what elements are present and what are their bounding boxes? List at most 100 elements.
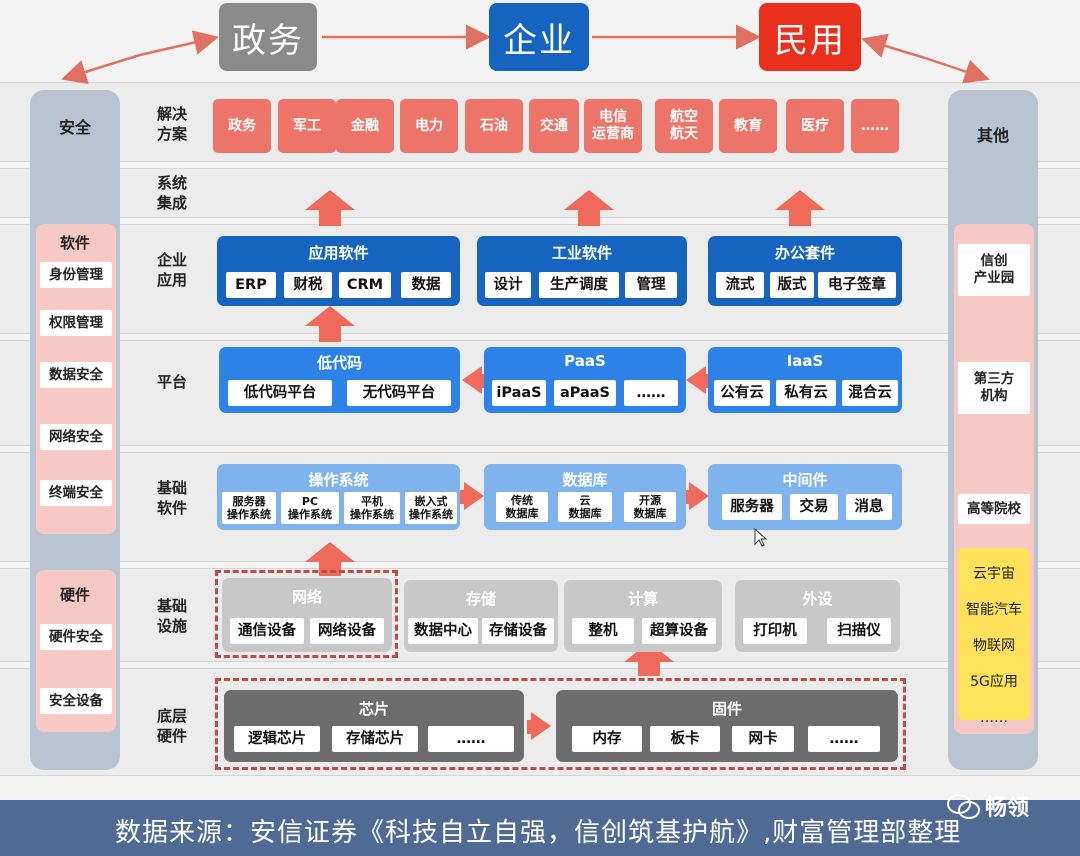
hardware-label: 硬件 (59, 586, 90, 604)
chip-storage-chip: 存储芯片 (332, 726, 418, 752)
chip-embedded-os: 嵌入式 操作系统 (405, 492, 457, 524)
right-item-third-party: 第三方 机构 (958, 362, 1030, 414)
chip-logic-chip: 逻辑芯片 (234, 726, 320, 752)
group-database: 数据库 传统 数据库 云 数据库 开源 数据库 (484, 464, 686, 530)
group-middleware: 中间件 服务器 交易 消息 (708, 464, 902, 530)
group-app-software: 应用软件 ERP 财税 CRM 数据 (217, 236, 460, 306)
group-title: 低代码 (316, 354, 362, 372)
up-arrow-app2 (564, 190, 614, 226)
up-arrow-app1 (305, 190, 355, 226)
hardware-dashed-frame (215, 678, 906, 770)
chip-comm-device: 通信设备 (230, 618, 304, 644)
arrow-left-down (61, 53, 141, 85)
right-title: 其他 (976, 126, 1009, 145)
group-title: 芯片 (358, 700, 389, 718)
row-label-integration: 系统 集成 (156, 174, 187, 212)
network-dashed-frame (215, 570, 398, 658)
chip-mobile-os: 平机 操作系统 (344, 492, 400, 524)
chip-server-os: 服务器 操作系统 (222, 492, 276, 524)
solution-telecom: 电信 运营商 (584, 99, 642, 153)
left-arrow-iaas (686, 366, 710, 394)
future-item-5g: 5G应用 (970, 674, 1018, 690)
group-industrial-software: 工业软件 设计 生产调度 管理 (477, 236, 687, 306)
future-item-more: …… (980, 710, 1008, 726)
chip-erp: ERP (226, 272, 276, 298)
up-arrow-platform (305, 306, 355, 342)
solution-military: 军工 (278, 99, 336, 153)
up-arrow-compute (624, 642, 674, 676)
group-title: 应用软件 (308, 244, 369, 262)
group-iaas: IaaS 公有云 私有云 混合云 (708, 347, 902, 413)
group-os: 操作系统 服务器 操作系统 PC 操作系统 平机 操作系统 嵌入式 操作系统 (217, 464, 460, 530)
right-item-industrial-park: 信创 产业园 (958, 244, 1030, 296)
group-title: 办公套件 (774, 244, 835, 262)
chip-chip-more: …… (428, 726, 514, 752)
chip-e-signature: 电子签章 (818, 272, 896, 298)
chip-pc-os: PC 操作系统 (281, 492, 339, 524)
chip-paas-more: …… (624, 380, 678, 406)
group-title: 中间件 (782, 471, 828, 489)
group-title: 网络 (291, 588, 322, 606)
left-item-identity: 身份管理 (40, 262, 112, 288)
group-title: PaaS (564, 352, 606, 370)
future-item-iot: 物联网 (973, 638, 1015, 654)
future-item-smart-car: 智能汽车 (966, 602, 1022, 618)
future-item-metaverse: 云宇宙 (973, 566, 1015, 582)
arrow-left-up (139, 30, 219, 57)
chip-board: 板卡 (650, 726, 720, 752)
row-label-enterprise-app: 企业 应用 (156, 251, 187, 289)
chip-printer: 打印机 (743, 618, 807, 644)
chip-message: 消息 (846, 494, 892, 520)
solution-transport: 交通 (529, 99, 579, 153)
group-office-suite: 办公套件 流式 版式 电子签章 (708, 236, 902, 306)
chip-firmware-more: …… (808, 726, 880, 752)
chip-private-cloud: 私有云 (776, 380, 836, 406)
up-arrow-network (305, 542, 355, 576)
group-chip: 芯片 逻辑芯片 存储芯片 …… (224, 690, 524, 762)
brand-name: 畅领 (985, 796, 1030, 821)
chip-scanner: 扫描仪 (827, 618, 891, 644)
up-arrow-app3 (775, 190, 825, 226)
chip-layout-format: 版式 (770, 272, 814, 298)
chip-supercomputer: 超算设备 (642, 618, 716, 644)
row-label-basic-software: 基础 软件 (156, 479, 187, 517)
chip-server-mw: 服务器 (722, 494, 782, 520)
chip-cloud-db: 云 数据库 (558, 492, 612, 522)
chip-crm: CRM (339, 272, 391, 298)
group-low-code: 低代码 低代码平台 无代码平台 (219, 347, 460, 413)
footer-source: 数据来源：安信证券《科技自立自强，信创筑基护航》,财富管理部整理 (115, 818, 962, 848)
chip-hybrid-cloud: 混合云 (842, 380, 898, 406)
group-firmware: 固件 内存 板卡 网卡 …… (556, 690, 898, 762)
left-item-security-device: 安全设备 (40, 688, 112, 714)
left-item-terminal-security: 终端安全 (40, 480, 112, 506)
chip-network-device: 网络设备 (310, 618, 384, 644)
right-arrow-db (460, 482, 484, 510)
solution-gov: 政务 (213, 99, 271, 153)
chip-flow-format: 流式 (716, 272, 764, 298)
solution-medical: 医疗 (786, 99, 844, 153)
top-gov: 政务 (219, 3, 317, 71)
group-title: 操作系统 (308, 471, 369, 489)
right-arrow-firmware (527, 712, 551, 740)
chip-storage-device: 存储设备 (482, 618, 554, 644)
chip-server-machine: 整机 (572, 618, 634, 644)
group-title: 存储 (465, 590, 496, 608)
solution-power: 电力 (400, 99, 458, 153)
chip-public-cloud: 公有云 (714, 380, 770, 406)
solution-more: …… (851, 99, 899, 153)
chip-traditional-db: 传统 数据库 (496, 492, 548, 522)
left-title: 安全 (58, 118, 91, 137)
row-label-platform: 平台 (156, 373, 187, 391)
group-compute: 计算 整机 超算设备 (564, 580, 722, 652)
chip-data-center: 数据中心 (408, 618, 478, 644)
left-item-network-security: 网络安全 (40, 424, 112, 450)
chip-low-code-platform: 低代码平台 (228, 380, 332, 406)
chip-finance-tax: 财税 (284, 272, 332, 298)
left-item-hw-security: 硬件安全 (40, 624, 112, 650)
top-arrows (61, 24, 990, 85)
group-paas: PaaS iPaaS aPaaS …… (484, 347, 686, 413)
row-label-solutions: 解决 方案 (156, 105, 187, 143)
software-label: 软件 (59, 234, 90, 252)
group-title: 固件 (711, 700, 742, 718)
